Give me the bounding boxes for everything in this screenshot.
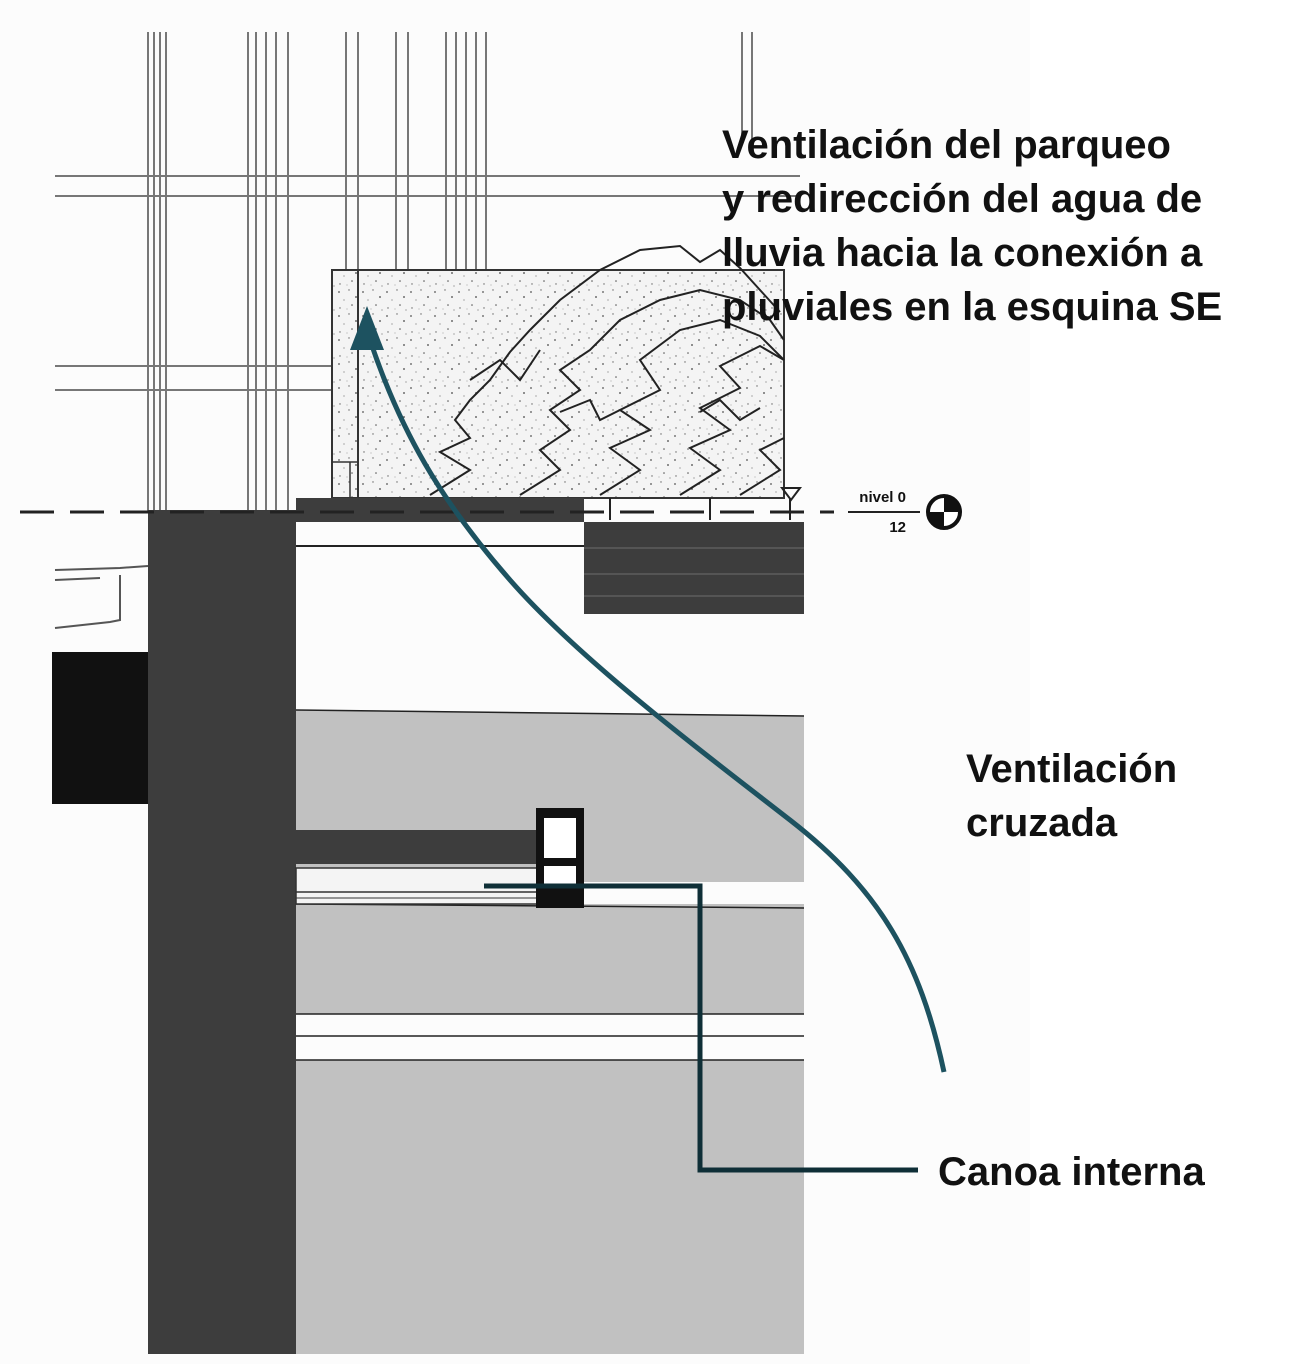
facade-grid [55, 32, 800, 512]
slab-level-0 [296, 498, 804, 614]
annotation-line: Canoa interna [938, 1150, 1205, 1194]
gutter-leader-line [484, 883, 918, 1173]
internal-gutter [295, 808, 584, 908]
internal-gutter-label: Canoa interna [938, 1146, 1205, 1198]
ventilation-arrow [350, 306, 947, 1073]
annotation-line: Ventilación [966, 747, 1178, 791]
level-marker: nivel 0 12 [848, 489, 962, 536]
level-value: 12 [889, 519, 906, 536]
annotation-line: lluvia hacia la conexión a [722, 231, 1203, 275]
left-elements [52, 565, 149, 804]
arrowhead-icon [350, 306, 384, 350]
structural-wall [148, 510, 296, 1354]
parking-ventilation-label: Ventilación del parqueo y redirección de… [722, 118, 1222, 334]
vegetation [429, 244, 791, 520]
annotation-line: y redirección del agua de [722, 177, 1203, 221]
annotation-line: Ventilación del parqueo [722, 123, 1171, 167]
level-name: nivel 0 [859, 489, 906, 506]
planter-box [331, 269, 785, 499]
ground-marker [780, 487, 802, 502]
annotation-line: pluviales en la esquina SE [722, 285, 1223, 329]
annotation-line: cruzada [966, 801, 1118, 845]
cross-ventilation-label: Ventilación cruzada [966, 742, 1177, 850]
